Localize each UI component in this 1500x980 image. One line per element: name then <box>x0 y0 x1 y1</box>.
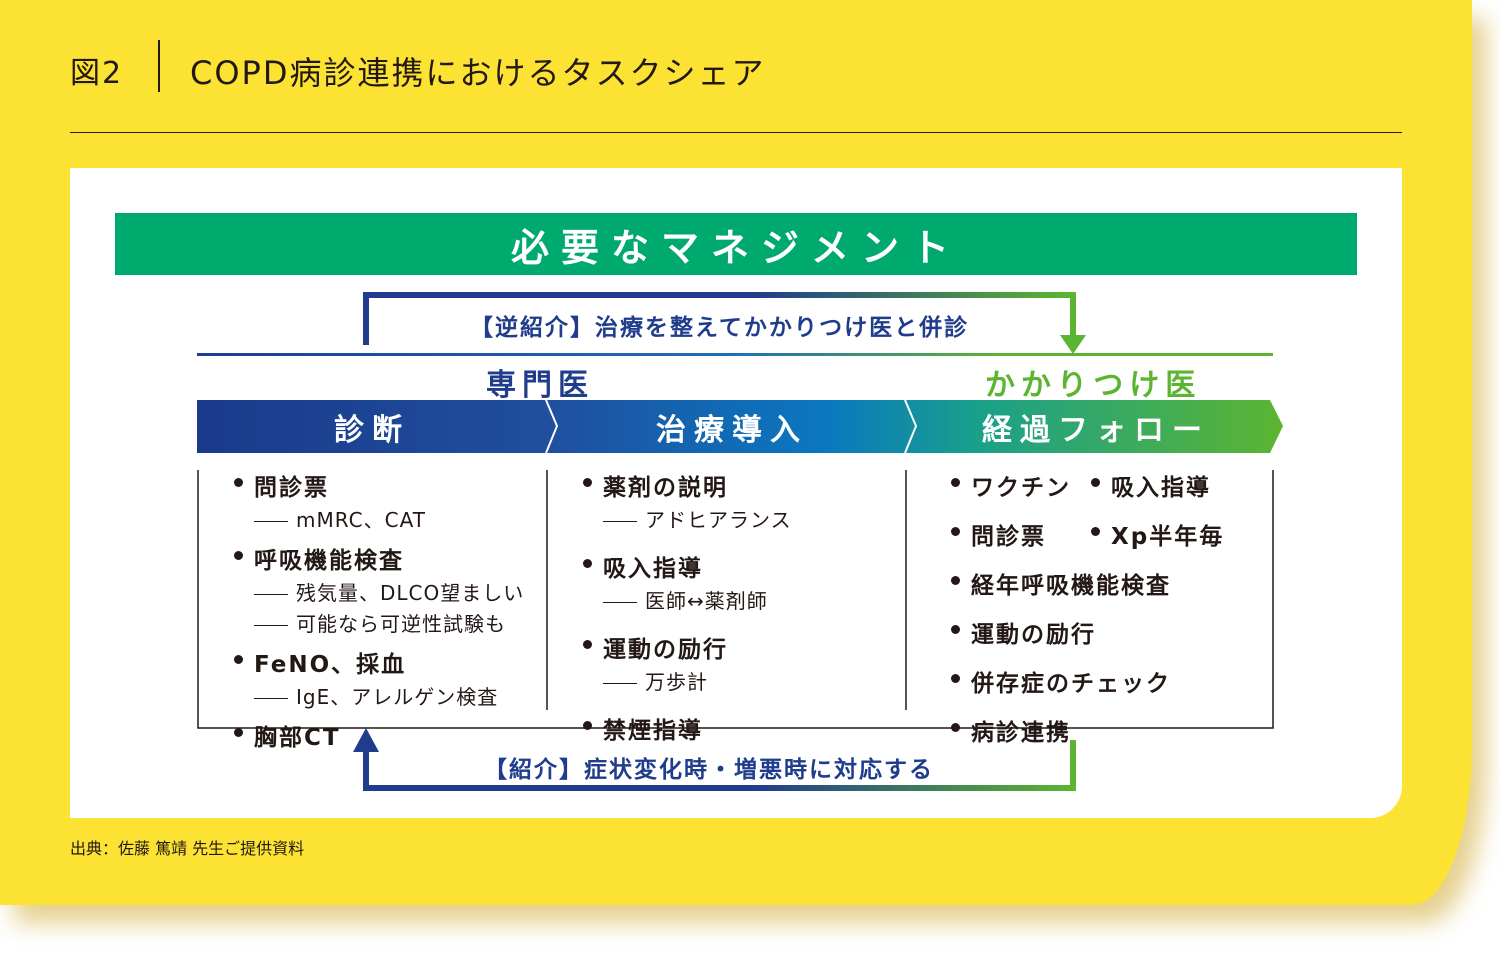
list-item: 病診連携 <box>949 713 1239 747</box>
figure-label: 図2 <box>70 56 124 91</box>
list-item: 運動の励行 <box>949 615 1239 649</box>
list-item: 禁煙指導 <box>581 711 792 745</box>
followup-list: ワクチン 吸入指導 問診票 Xp半年毎 経年呼吸機能検査 運動の励行 併存症のチ… <box>949 468 1239 747</box>
referral-arrow <box>363 740 1076 791</box>
title-rule <box>70 132 1402 133</box>
bottom-arrow-label: 【紹介】症状変化時・増悪時に対応する <box>484 757 934 783</box>
list-item: 併存症のチェック <box>949 664 1239 698</box>
list-item: 吸入指導医師↔薬剤師 <box>581 549 792 614</box>
list-item: Xp半年毎 <box>1089 517 1239 551</box>
list-item: 胸部CT <box>232 718 524 752</box>
figure-title: COPD病診連携におけるタスクシェア <box>190 54 766 92</box>
treatment-list: 薬剤の説明アドヒアランス 吸入指導医師↔薬剤師 運動の励行万歩計 禁煙指導 <box>581 468 792 745</box>
list-item: 吸入指導 <box>1089 468 1239 502</box>
list-item: 問診票 <box>949 517 1089 551</box>
phase-diagnosis: 診断 <box>334 412 410 448</box>
content-box-frame <box>197 470 1274 729</box>
role-specialist: 専門医 <box>486 368 594 403</box>
phase-followup: 経過フォロー <box>982 412 1210 448</box>
arrowhead-down-icon <box>1060 335 1086 354</box>
referral-back-arrow <box>363 292 1076 345</box>
list-item: ワクチン <box>949 468 1089 502</box>
title-separator <box>158 40 160 92</box>
source-credit: 出典：佐藤 篤靖 先生ご提供資料 <box>70 839 305 858</box>
list-item: 呼吸機能検査残気量、DLCO望ましい可能なら可逆性試験も <box>232 541 524 637</box>
list-item: 経年呼吸機能検査 <box>949 566 1239 600</box>
role-divider-line <box>197 353 1273 356</box>
arrowhead-up-icon <box>353 728 379 752</box>
phase-treatment: 治療導入 <box>656 412 808 448</box>
phase-band <box>197 400 1283 453</box>
role-gp: かかりつけ医 <box>985 368 1202 403</box>
list-item: 運動の励行万歩計 <box>581 630 792 695</box>
management-header: 必要なマネジメント <box>115 213 1357 275</box>
top-arrow-label: 【逆紹介】治療を整えてかかりつけ医と併診 <box>470 315 970 341</box>
list-item: 薬剤の説明アドヒアランス <box>581 468 792 533</box>
